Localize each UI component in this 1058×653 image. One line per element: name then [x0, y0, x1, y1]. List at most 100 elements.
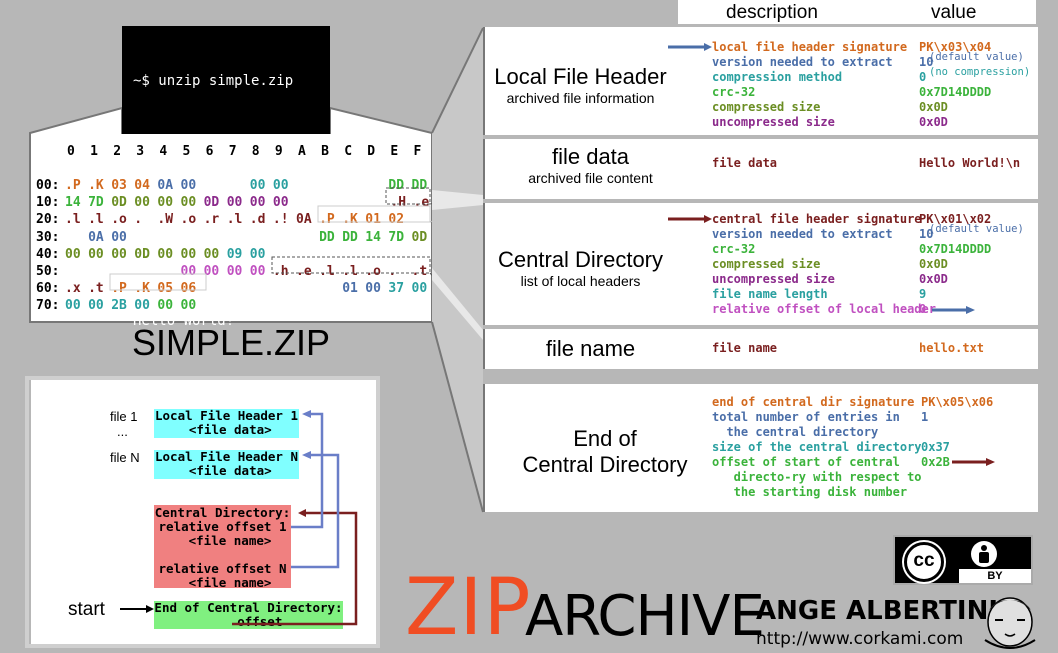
- hex-byte: .e: [296, 264, 312, 279]
- hex-row-label: 00:: [36, 178, 60, 193]
- hex-byte: .l: [319, 264, 335, 279]
- hex-column-header: 5: [182, 144, 191, 159]
- lfh-subtitle: archived file information: [506, 90, 655, 106]
- hex-byte: 7D: [88, 195, 104, 211]
- field-name: crc-32: [712, 242, 756, 256]
- hex-row-label: 20:: [36, 212, 60, 228]
- hex-byte: .l: [226, 212, 243, 228]
- table-header: [678, 0, 1036, 24]
- eocd-title: End of Central Directory: [490, 426, 720, 478]
- fd-title-text: file data: [551, 144, 630, 169]
- field-value: PK\x03\x04: [919, 40, 992, 54]
- hex-byte: 0A: [157, 178, 174, 193]
- fd-title: file data archived file content: [483, 144, 698, 186]
- fn-title: file name: [483, 336, 698, 362]
- hex-byte: 00: [180, 178, 197, 193]
- hex-byte: 00: [249, 178, 266, 193]
- hex-byte: 00: [272, 195, 289, 211]
- lfh-title-text: Local File Header: [494, 64, 667, 89]
- cd-title-text: Central Directory: [497, 247, 664, 272]
- terminal-line: Hello World!: [133, 313, 235, 329]
- hex-row-label: 50:: [36, 264, 60, 279]
- hex-byte: .: [134, 212, 143, 228]
- zip-title: ZIP: [405, 563, 532, 653]
- eocd-title-line1: End of: [573, 426, 637, 451]
- hex-row-label: 70:: [36, 298, 60, 314]
- hex-byte: .d: [249, 212, 266, 228]
- lfh-title: Local File Header archived file informat…: [483, 64, 678, 106]
- hex-byte: 0D: [411, 229, 428, 245]
- hex-byte: .P: [65, 178, 81, 193]
- author-name: ANGE ALBERTINI: [756, 596, 998, 626]
- terminal-line: extracting: hello.txt: [133, 193, 319, 209]
- hex-byte: 05: [157, 281, 174, 297]
- hex-byte: 00: [203, 246, 220, 262]
- hex-byte: 02: [388, 212, 405, 228]
- hex-byte: .K: [88, 178, 104, 193]
- hex-byte: 00: [203, 264, 220, 279]
- hex-byte: 0D: [134, 246, 150, 262]
- hex-byte: .W: [157, 212, 174, 228]
- field-value: 0: [919, 70, 927, 84]
- hex-byte: 00: [249, 264, 266, 279]
- author-url: http://www.corkami.com: [756, 629, 964, 649]
- hex-byte: 0A: [296, 212, 312, 228]
- cc-by-badge: cc BY: [893, 535, 1033, 585]
- hex-byte: 00: [180, 246, 197, 262]
- field-name: file name: [712, 341, 778, 355]
- hex-row-label: 40:: [36, 246, 60, 262]
- structure-border: [25, 376, 380, 648]
- hex-byte: 06: [180, 281, 197, 297]
- field-value: 0x37: [921, 440, 950, 454]
- hex-byte: 04: [134, 178, 150, 193]
- hex-byte: .t: [88, 281, 104, 297]
- hex-byte: 0D: [111, 195, 127, 211]
- field-name: uncompressed size: [712, 272, 835, 286]
- archive-title: ARCHIVE: [525, 584, 765, 649]
- field-name: file name length: [712, 287, 828, 301]
- section-central-directory: [483, 203, 1038, 325]
- field-value: 0x7D14DDDD: [919, 242, 992, 256]
- eocd-title-line2: Central Directory: [522, 452, 688, 477]
- field-note: (default value): [929, 223, 1024, 235]
- hex-column-header: 0: [67, 144, 75, 159]
- hex-byte: DD: [388, 178, 405, 193]
- hex-byte: 00: [411, 281, 428, 297]
- file1-label: file 1: [110, 409, 138, 424]
- hex-byte: 00: [226, 195, 243, 211]
- field-name: compression method: [712, 70, 843, 84]
- hex-byte: .P: [111, 281, 127, 297]
- hex-column-header: 2: [113, 144, 122, 159]
- field-name: crc-32: [712, 85, 756, 99]
- field-name: file data: [712, 156, 778, 170]
- section-local-file-header: [483, 27, 1038, 135]
- field-value: 9: [919, 287, 927, 301]
- hex-column-header: 3: [136, 144, 145, 159]
- hex-byte: 14: [365, 229, 381, 245]
- hex-byte: 00: [111, 229, 127, 245]
- hex-byte: .o: [180, 212, 197, 228]
- field-name: central file header signature: [712, 212, 922, 226]
- hex-byte: 00: [65, 298, 81, 314]
- field-name: offset of start of central: [712, 455, 900, 469]
- field-name: local file header signature: [712, 40, 908, 54]
- field-name: compressed size: [712, 257, 821, 271]
- hex-byte: .r: [203, 212, 220, 228]
- hex-row-label: 30:: [36, 229, 60, 245]
- hex-row-label: 10:: [36, 195, 60, 211]
- person-icon: [971, 541, 997, 567]
- hex-column-header: 1: [90, 144, 98, 159]
- terminal-window: ~$ unzip simple.zip Archive: simple.zip …: [122, 26, 330, 329]
- hex-byte: 14: [65, 195, 81, 211]
- hex-column-header: B: [321, 144, 329, 159]
- field-value: 0: [919, 302, 927, 316]
- cd-subtitle: list of local headers: [520, 273, 641, 289]
- hex-column-header: F: [413, 144, 422, 159]
- structure-arrows: [120, 410, 358, 626]
- hex-byte: .x: [65, 281, 81, 297]
- section-end-of-central-directory: [483, 384, 1038, 512]
- field-value: Hello World!\n: [919, 156, 1021, 170]
- hex-byte: 00: [226, 264, 243, 279]
